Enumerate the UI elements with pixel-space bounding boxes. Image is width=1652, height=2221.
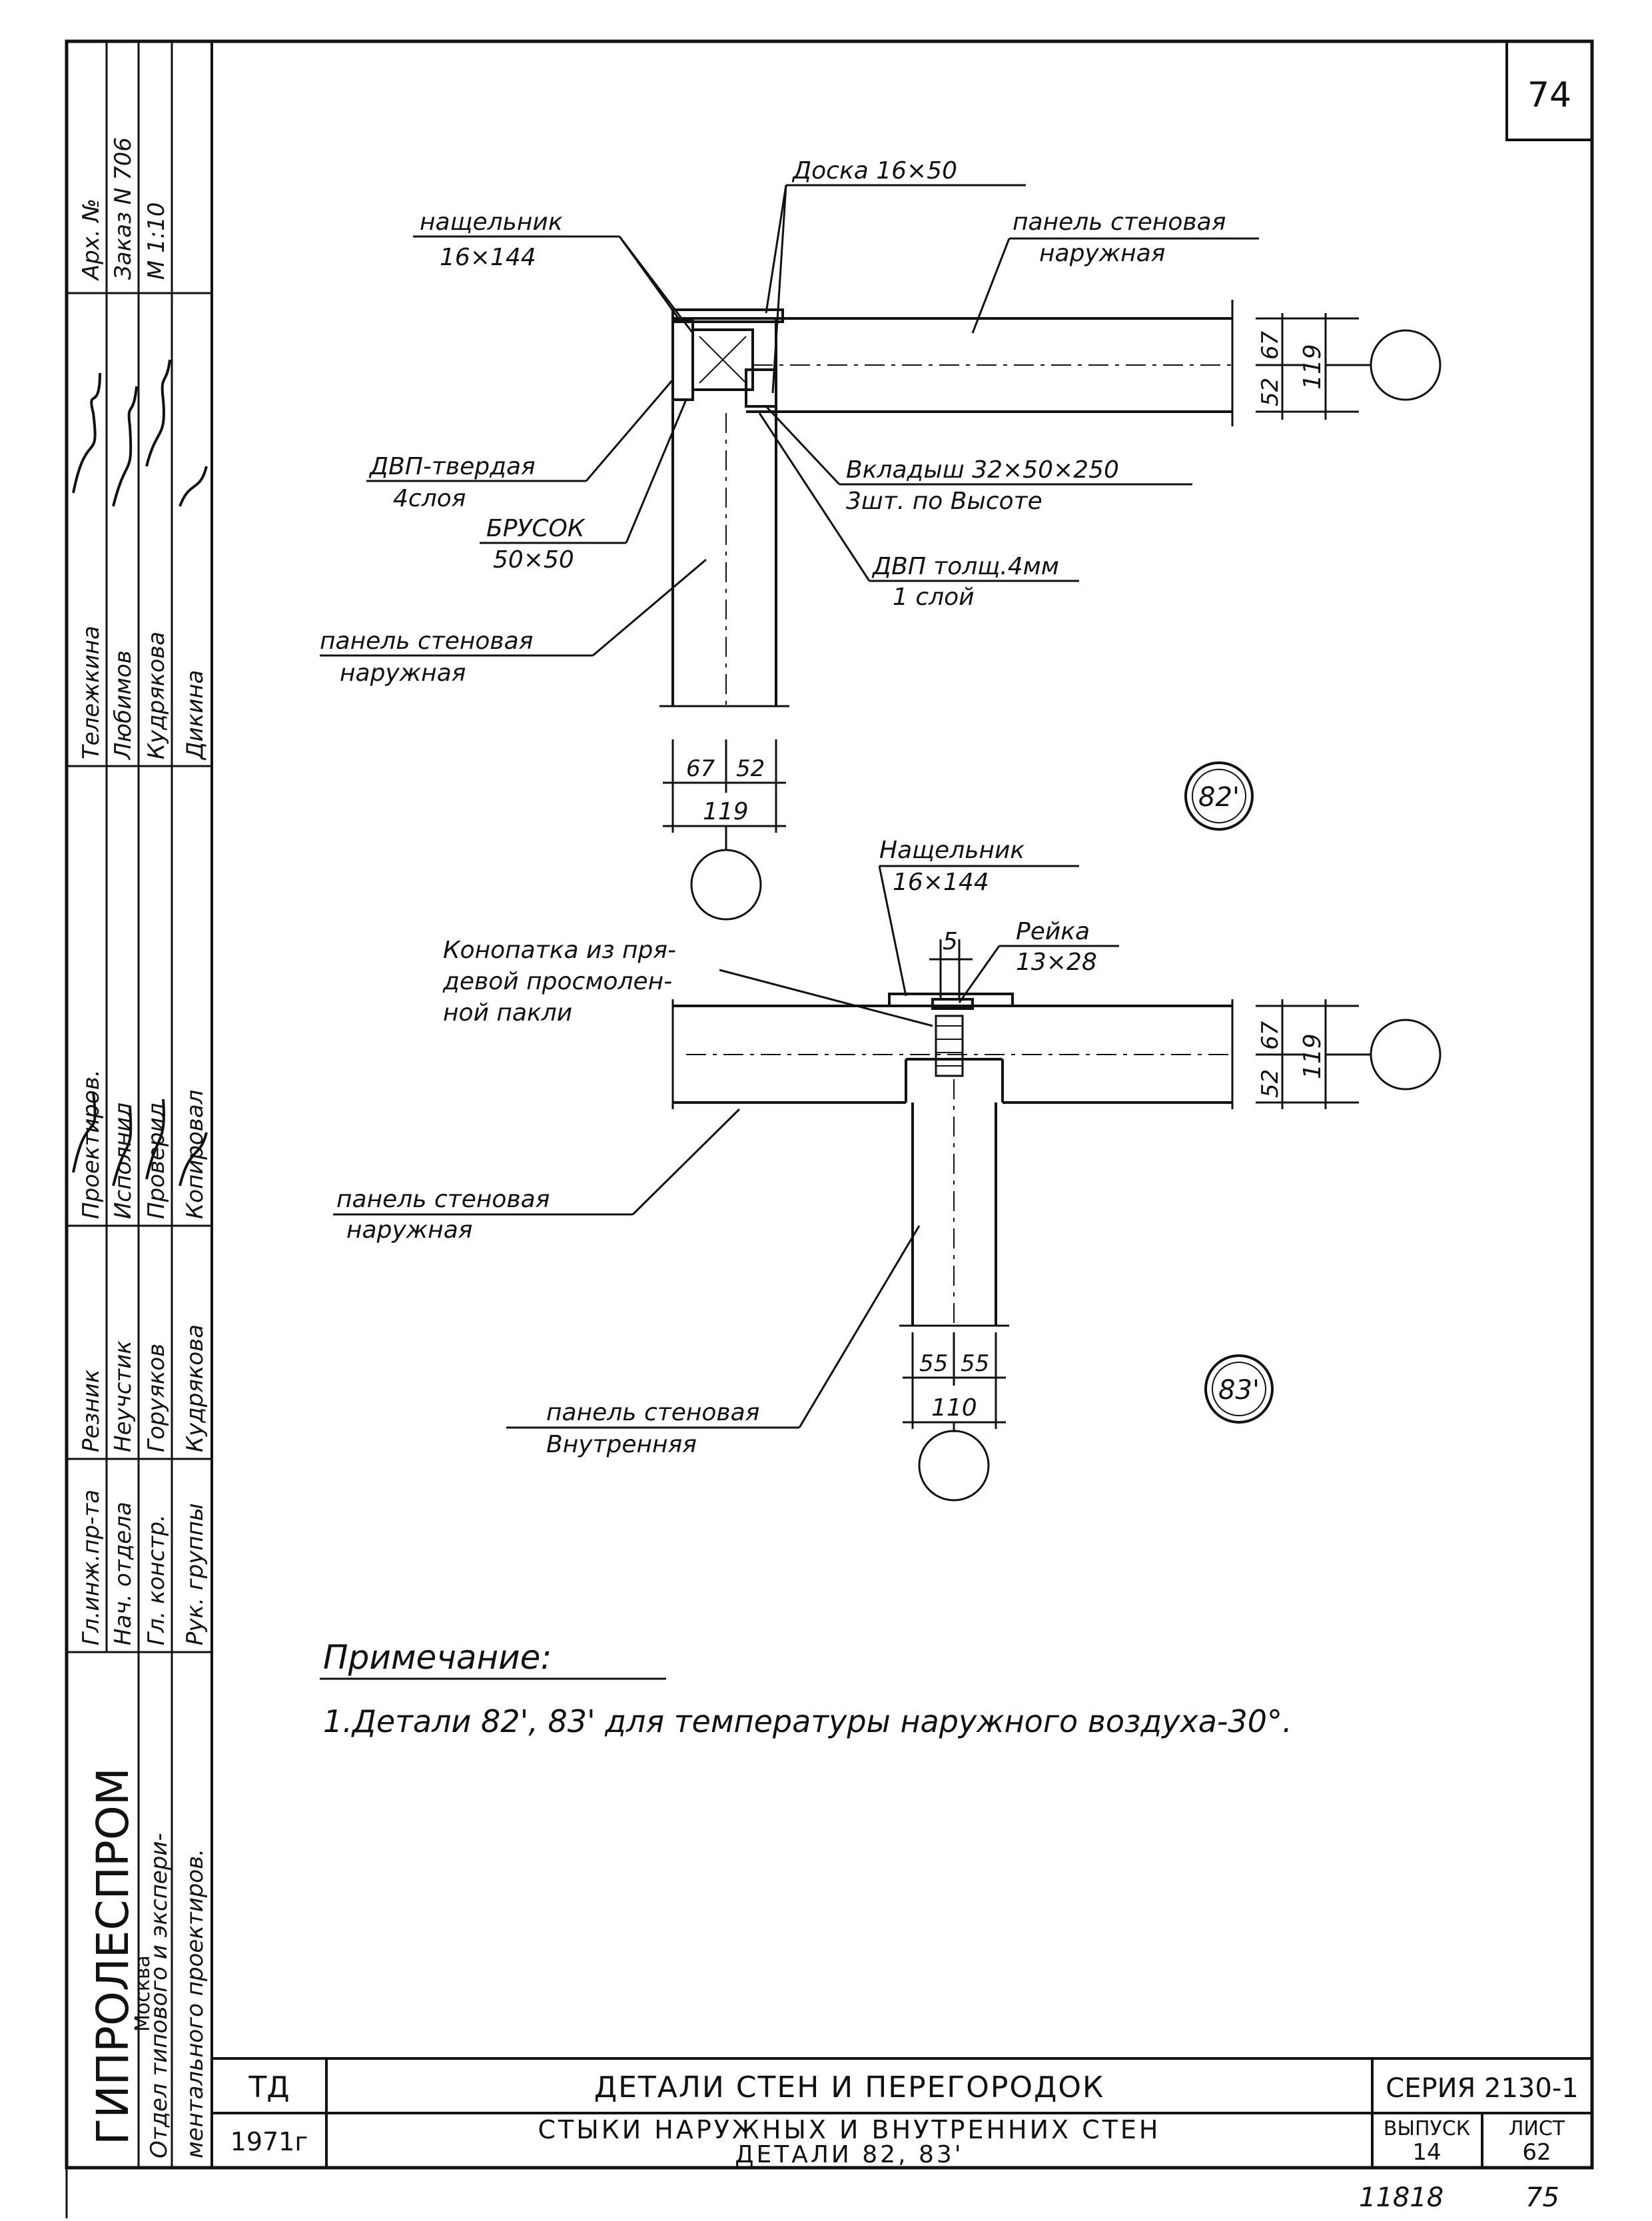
detail-83-dim-bottom-total: 110 <box>931 1394 977 1422</box>
detail-82-dim-bottom <box>663 739 786 921</box>
dept-line-2: ментального проектиров. <box>182 1849 208 2158</box>
tb-subtitle-2: ДЕТАЛИ 82, 83' <box>735 2141 963 2168</box>
side-stamp-texts: Арх. № Заказ N 706 М 1:10 Проектиров. Ис… <box>78 137 208 2158</box>
detail-83-gap: 5 <box>943 928 958 955</box>
title-block-texts: ТД 1971г ДЕТАЛИ СТЕН И ПЕРЕГОРОДОК СТЫКИ… <box>230 2070 1579 2168</box>
role-2-2: Гл. констр. <box>143 1514 170 1645</box>
tb-code: ТД <box>248 2070 289 2104</box>
tb-year: 1971г <box>230 2127 308 2156</box>
detail-83-dim-right-b: 67 <box>1257 1021 1284 1050</box>
name-2-0: Резник <box>78 1369 105 1452</box>
scale-label: М 1:10 <box>143 203 170 280</box>
label-doska: Доска 16×50 <box>791 157 957 185</box>
label-brusok: БРУСОК <box>486 515 586 542</box>
label-reika: Рейка <box>1016 918 1090 945</box>
tb-sheet: 62 <box>1522 2139 1551 2166</box>
label-konopatka-2: девой просмолен- <box>442 968 672 995</box>
page-number: 74 <box>1527 75 1571 115</box>
detail-83-dim-right <box>1256 999 1442 1109</box>
org-city: Москва <box>131 1955 155 2032</box>
label-vkladysh: Вкладыш 32×50×250 <box>846 456 1119 484</box>
label-panel-outer-1b: наружная <box>1039 240 1165 267</box>
name-1-3: Дикина <box>182 670 208 761</box>
detail-83-drawing <box>671 993 1234 1327</box>
detail-82-dim-bottom-total: 119 <box>703 798 749 825</box>
label-nashch: нащельник <box>420 209 563 236</box>
label-panel-outer-83: панель стеновая <box>336 1186 550 1213</box>
label-nashch-size: 16×144 <box>440 244 536 271</box>
role-1-0: Проектиров. <box>78 1069 105 1219</box>
label-nashch-size-83: 16×144 <box>893 869 989 896</box>
side-stamp-block <box>67 41 212 2168</box>
name-2-1: Неучстик <box>110 1340 137 1452</box>
detail-83-dim-bottom <box>903 1332 1006 1502</box>
label-dvp-thin-b: 1 слой <box>893 584 975 611</box>
detail-82-dim-right-b: 67 <box>1257 330 1284 360</box>
tb-issue-label: ВЫПУСК <box>1384 2117 1470 2140</box>
detail-82-dim-right-a: 52 <box>1257 378 1284 406</box>
role-2-1: Нач. отдела <box>110 1502 137 1645</box>
signatures <box>72 359 208 1186</box>
name-2-3: Кудрякова <box>182 1324 208 1452</box>
detail-82-dim-right-total: 119 <box>1299 344 1326 390</box>
label-brusok-b: 50×50 <box>493 546 574 574</box>
name-2-2: Горуяков <box>143 1344 170 1452</box>
label-konopatka-1: Конопатка из пря- <box>443 937 676 964</box>
tb-sheet-label: ЛИСТ <box>1509 2117 1565 2140</box>
tb-issue: 14 <box>1412 2139 1441 2166</box>
role-2-3: Рук. группы <box>182 1503 208 1645</box>
detail-83-dim-bottom-b: 55 <box>961 1350 989 1377</box>
dept-line-1: Отдел типового и экспери- <box>146 1833 173 2158</box>
note-title: Примечание: <box>323 1638 552 1677</box>
bottom-number-b: 75 <box>1525 2182 1559 2213</box>
detail-82-marker-label: 82' <box>1198 782 1240 813</box>
label-panel-outer-83b: наружная <box>346 1216 472 1244</box>
name-1-2: Кудрякова <box>143 632 170 759</box>
detail-83-marker-label: 83' <box>1218 1375 1260 1406</box>
label-panel-inner-83b: Внутренняя <box>546 1431 697 1458</box>
label-panel-outer-2b: наружная <box>340 660 466 687</box>
label-vkladysh-b: 3шт. по Высоте <box>846 488 1042 515</box>
label-dvp-thin: ДВП толщ.4мм <box>871 553 1059 580</box>
detail-83-labels: Нащельник 16×144 Рейка 13×28 Конопатка и… <box>336 837 1097 1458</box>
name-1-1: Любимов <box>110 650 137 761</box>
detail-82-dim-bottom-b: 52 <box>736 755 765 782</box>
label-reika-size: 13×28 <box>1016 949 1097 976</box>
sheet-frame <box>65 39 1594 2218</box>
detail-82-leaders <box>320 184 1259 657</box>
title-block <box>212 2057 1592 2168</box>
detail-82-dim-bottom-a: 67 <box>686 755 715 782</box>
label-nashch-83: Нащельник <box>879 837 1025 864</box>
role-2-0: Гл.инж.пр-та <box>78 1490 105 1645</box>
archive-label: Арх. № <box>78 199 105 281</box>
detail-82-marker <box>1184 761 1254 831</box>
label-panel-outer-1: панель стеновая <box>1013 209 1226 236</box>
order-label: Заказ N 706 <box>110 137 137 280</box>
detail-83-gap-dim <box>929 939 973 999</box>
label-dvp-hard: ДВП-твердая <box>368 453 536 480</box>
org-name: ГИПРОЛЕСПРОМ <box>87 1767 139 2145</box>
role-1-2: Проверил <box>143 1103 170 1219</box>
detail-82-drawing <box>659 300 1234 707</box>
tb-series: СЕРИЯ 2130-1 <box>1386 2073 1578 2104</box>
note-text: 1.Детали 82', 83' для температуры наружн… <box>323 1703 1292 1739</box>
detail-83-dim-right-total: 119 <box>1299 1033 1326 1079</box>
label-panel-inner-83: панель стеновая <box>546 1399 759 1426</box>
label-panel-outer-2: панель стеновая <box>320 628 533 655</box>
tb-subtitle-1: СТЫКИ НАРУЖНЫХ И ВНУТРЕННИХ СТЕН <box>538 2115 1161 2144</box>
detail-83-dim-bottom-a: 55 <box>919 1350 948 1377</box>
detail-82-labels: Доска 16×50 нащельник 16×144 панель стен… <box>320 157 1226 687</box>
bottom-number-a: 11818 <box>1359 2182 1444 2213</box>
detail-83-leaders <box>333 865 1119 1429</box>
role-1-1: Исполнил <box>110 1103 137 1219</box>
detail-82-dim-right <box>1256 313 1442 420</box>
detail-83-marker <box>1204 1354 1274 1424</box>
tb-title: ДЕТАЛИ СТЕН И ПЕРЕГОРОДОК <box>594 2070 1105 2104</box>
detail-83-dim-right-a: 52 <box>1257 1069 1284 1098</box>
label-dvp-hard-b: 4слоя <box>393 485 466 512</box>
label-konopatka-3: ной пакли <box>443 999 572 1027</box>
name-1-0: Тележкина <box>78 626 105 759</box>
